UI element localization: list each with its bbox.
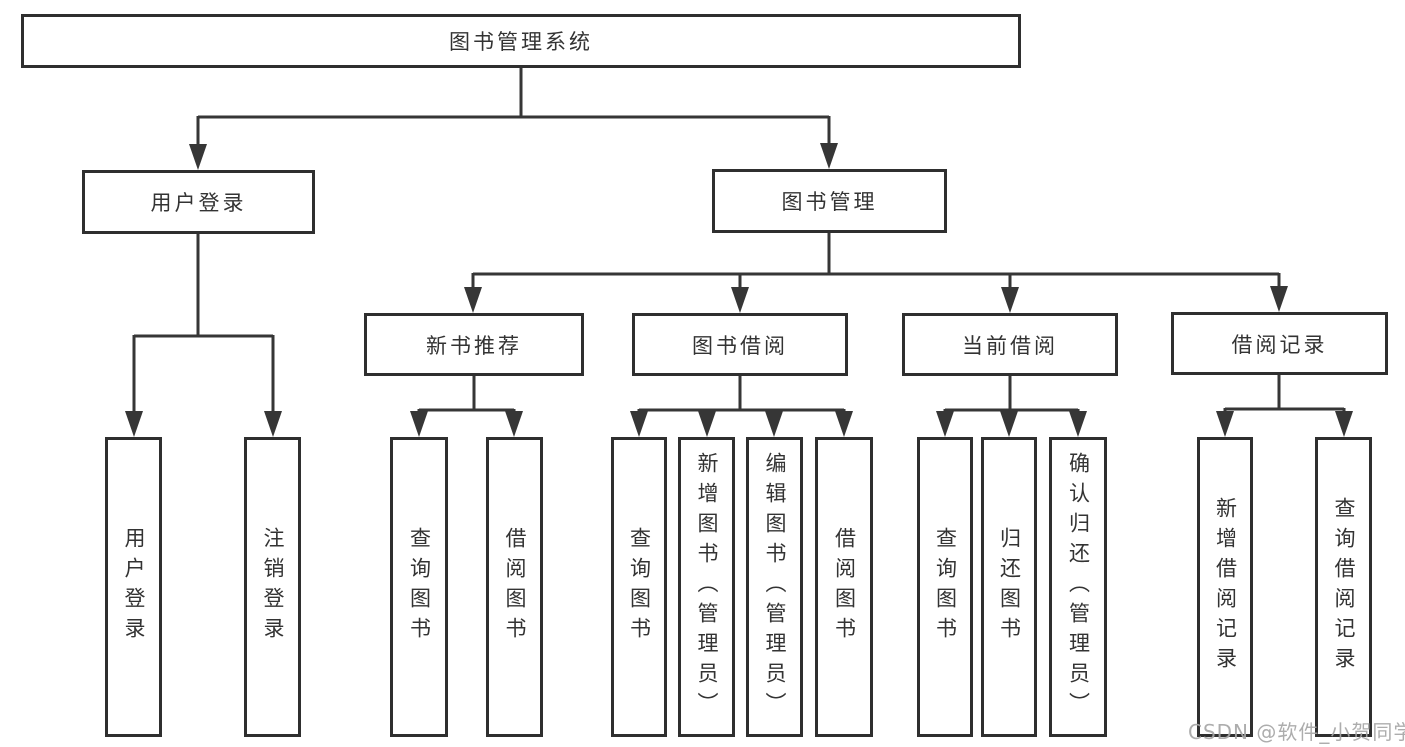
- arrowhead: [1000, 411, 1018, 437]
- arrowhead: [189, 144, 207, 170]
- watermark-text: CSDN @软件_小贺同学: [1188, 720, 1405, 744]
- arrowhead: [698, 411, 716, 437]
- arrowhead: [410, 411, 428, 437]
- leaf-add-book-admin: 新增图书（管理员）: [678, 437, 735, 737]
- arrowhead: [835, 411, 853, 437]
- node-book-borrow: 图书借阅: [632, 313, 848, 376]
- arrowhead: [264, 411, 282, 437]
- node-borrow-records: 借阅记录: [1171, 312, 1388, 375]
- arrowhead: [936, 411, 954, 437]
- leaf-edit-book-admin: 编辑图书（管理员）: [746, 437, 803, 737]
- arrowhead: [820, 143, 838, 169]
- leaf-query-book-1: 查询图书: [390, 437, 448, 737]
- connector-root-to-level2: [196, 68, 831, 147]
- arrowhead: [1270, 286, 1288, 312]
- leaf-query-book-2: 查询图书: [611, 437, 667, 737]
- connector-book-borrow: [637, 376, 846, 416]
- arrowhead: [731, 287, 749, 313]
- leaf-query-book-3: 查询图书: [917, 437, 973, 737]
- leaf-add-borrow-record: 新增借阅记录: [1197, 437, 1253, 737]
- arrowhead: [464, 287, 482, 313]
- arrowhead: [125, 411, 143, 437]
- node-current-borrow: 当前借阅: [902, 313, 1118, 376]
- arrowhead: [1069, 411, 1087, 437]
- arrowhead: [1001, 287, 1019, 313]
- leaf-logout: 注销登录: [244, 437, 301, 737]
- leaf-return-book: 归还图书: [981, 437, 1037, 737]
- connector-user-login: [132, 234, 275, 414]
- leaf-borrow-book-2: 借阅图书: [815, 437, 873, 737]
- connector-new-book-recommend: [417, 376, 516, 416]
- connector-book-management: [471, 233, 1281, 292]
- leaf-query-borrow-record: 查询借阅记录: [1315, 437, 1372, 737]
- arrowhead: [765, 411, 783, 437]
- connector-current-borrow: [943, 376, 1080, 416]
- node-book-management: 图书管理: [712, 169, 947, 233]
- node-new-book-recommend: 新书推荐: [364, 313, 584, 376]
- connector-borrow-records: [1223, 375, 1346, 416]
- arrowhead: [1335, 411, 1353, 437]
- node-root: 图书管理系统: [21, 14, 1021, 68]
- arrowhead: [630, 411, 648, 437]
- arrowhead: [505, 411, 523, 437]
- node-user-login: 用户登录: [82, 170, 315, 234]
- arrowhead: [1216, 411, 1234, 437]
- leaf-confirm-return-admin: 确认归还（管理员）: [1049, 437, 1107, 737]
- leaf-user-login: 用户登录: [105, 437, 162, 737]
- leaf-borrow-book-1: 借阅图书: [486, 437, 543, 737]
